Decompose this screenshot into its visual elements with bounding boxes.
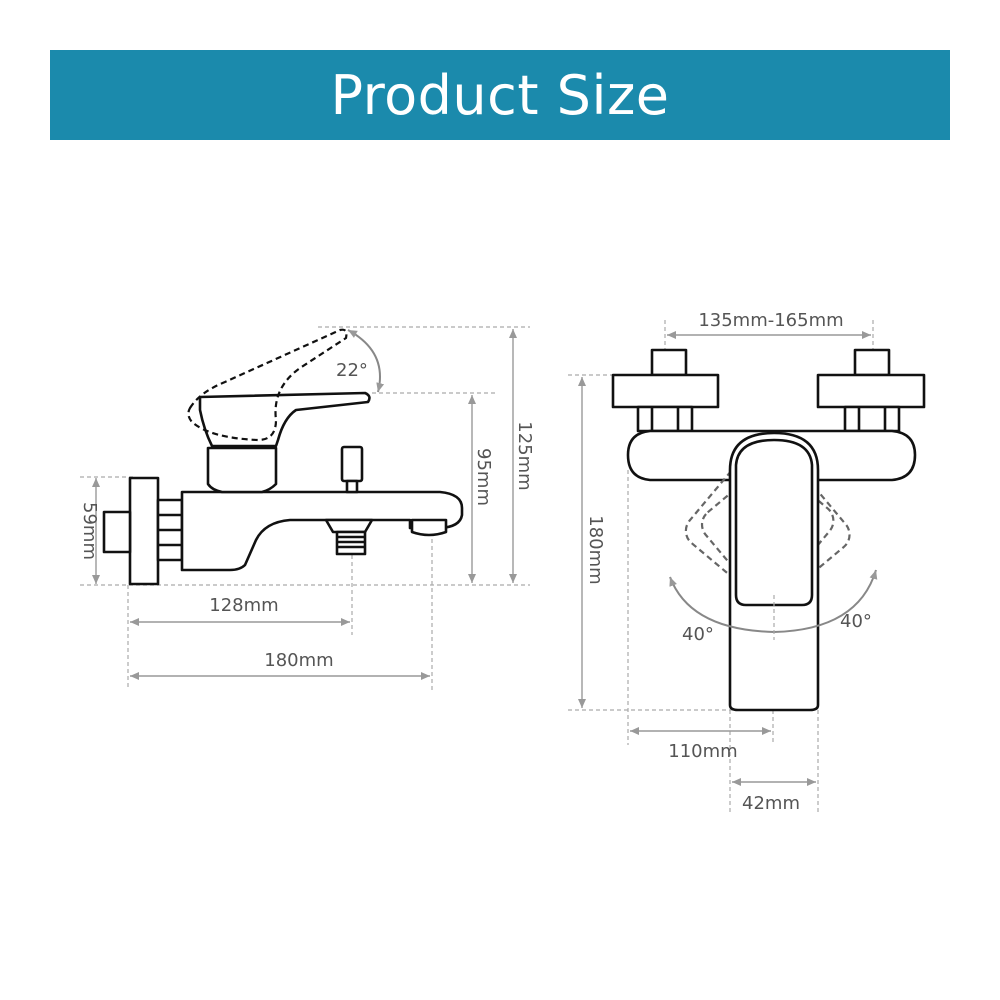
page-title: Product Size [330, 63, 670, 127]
center-distance-label: 135mm-165mm [698, 310, 843, 331]
inner-width-label: 128mm [209, 595, 278, 616]
right-wall-flange [816, 373, 926, 409]
spout-outlet [410, 518, 448, 537]
angle-left-label: 40° [682, 624, 714, 645]
right-inlet-pipe [853, 348, 891, 377]
cartridge-housing [206, 446, 278, 494]
header-banner: Product Size [50, 50, 950, 140]
front-lever-handle [728, 431, 820, 712]
left-wall-flange [611, 373, 720, 409]
total-width-label: 180mm [264, 650, 333, 671]
right-hex-nut [843, 405, 901, 433]
total-height-label: 125mm [514, 421, 535, 490]
front-view: 40° 40° 135mm-165mm 180mm 110mm 42mm [568, 310, 926, 815]
faucet-body [180, 490, 464, 572]
side-view: 22° 59mm 95mm 125mm 128mm 180mm [79, 326, 535, 690]
diverter-knob [340, 445, 364, 483]
handle-inner-outline [734, 438, 814, 607]
shower-outlet [324, 518, 374, 534]
left-inlet-pipe [650, 348, 688, 377]
wall-flange [128, 476, 160, 586]
inlet-pipe [102, 510, 132, 554]
angle-right-label: 40° [840, 611, 872, 632]
handle-angle-label: 22° [336, 360, 368, 381]
spout-height-label: 95mm [473, 448, 494, 506]
front-width-label: 110mm [668, 741, 737, 762]
flange-height-label: 59mm [79, 502, 100, 560]
handle-angle-arc [347, 329, 385, 393]
lever-handle [198, 391, 371, 448]
side-extension-lines [80, 326, 530, 690]
diverter-stem [345, 479, 359, 494]
front-height-label: 180mm [585, 515, 606, 584]
left-hex-nut [636, 405, 694, 433]
handle-width-label: 42mm [742, 793, 800, 814]
